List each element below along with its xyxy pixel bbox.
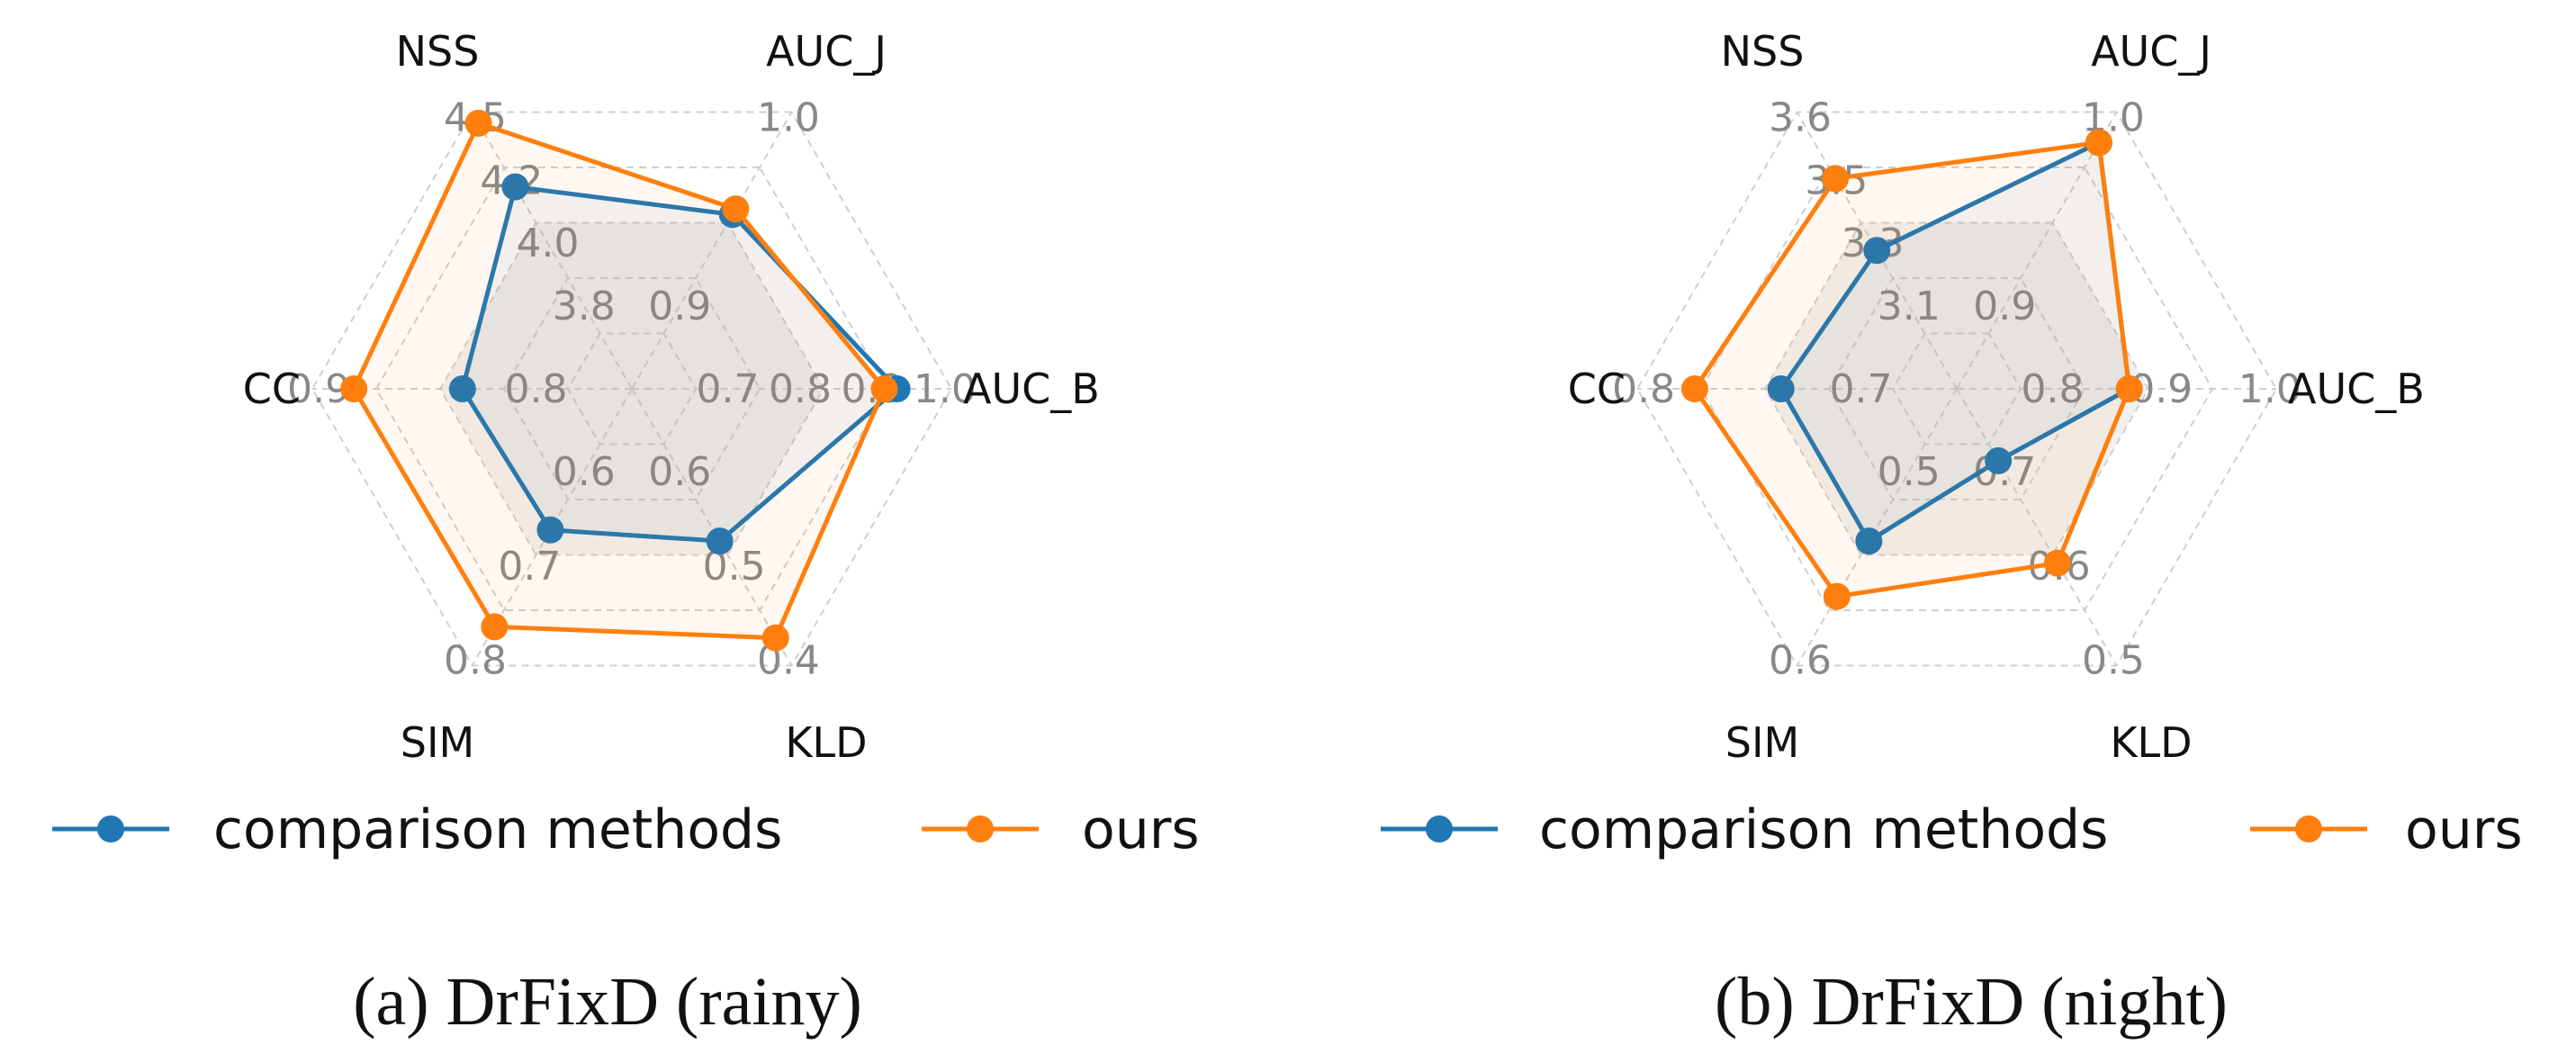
data-point-ours-cc [340,375,368,402]
tick-label-sim: 0.7 [498,544,561,590]
tick-label-auc-b: 0.8 [2022,366,2085,412]
tick-label-nss: 4.0 [517,221,580,266]
tick-label-nss: 3.8 [553,284,616,329]
data-point-ours-nss [1822,165,1850,193]
legend-label: ours [2405,798,2523,861]
data-point-ours-auc-j [2085,129,2112,157]
data-point-comparison-methods-cc [448,375,476,402]
tick-label-cc: 0.8 [505,366,568,412]
tick-label-auc-j: 0.9 [1973,284,2036,329]
legend-marker [1426,815,1453,842]
tick-label-auc-b: 1.0 [2238,366,2301,412]
data-point-comparison-methods-cc [1767,375,1795,402]
data-point-ours-auc-j [722,195,750,223]
data-point-comparison-methods-sim [1855,527,1883,555]
data-point-ours-cc [1680,375,1708,402]
tick-label-nss: 3.6 [1769,95,1832,141]
radar-spoke [631,112,793,390]
tick-label-auc-b: 0.8 [769,366,832,412]
axis-label-kld: KLD [785,718,867,767]
radar-chart-night: 0.91.03.13.33.53.60.70.80.50.60.70.60.50… [1568,27,2425,767]
tick-label-sim: 0.6 [553,449,616,495]
data-point-ours-nss [464,109,492,137]
axis-label-sim: SIM [401,718,474,767]
axis-label-auc-b: AUC_B [963,365,1100,413]
axis-label-nss: NSS [396,27,480,76]
radar-chart-rainy: 0.91.03.84.04.24.50.80.90.60.70.80.60.50… [243,27,1100,767]
data-point-comparison-methods-sim [536,516,564,544]
axis-label-auc-b: AUC_B [2288,365,2425,413]
caption-rainy: (a) DrFixD (rainy) [353,964,862,1040]
tick-label-sim: 0.5 [1878,449,1941,495]
radar-spoke [631,388,793,666]
legend-label: ours [1082,798,1200,861]
tick-label-auc-b: 1.0 [914,366,977,412]
data-point-comparison-methods-kld [706,527,734,555]
tick-label-cc: 0.8 [1612,366,1675,412]
data-point-comparison-methods-nss [1863,237,1891,265]
legend-marker [2295,815,2322,842]
data-point-ours-auc-b [870,375,898,402]
legend-item-ours: ours [2250,798,2523,861]
radar-spoke [1956,112,2118,390]
axis-label-cc: CC [243,365,301,413]
axis-label-cc: CC [1568,365,1626,413]
series-area-ours [354,122,885,638]
legend-item-comparison-methods: comparison methods [52,798,782,861]
legend-marker [97,815,124,842]
tick-label-auc-j: 1.0 [757,95,820,141]
caption-night: (b) DrFixD (night) [1715,964,2228,1040]
legend-label: comparison methods [1539,798,2108,861]
legend-night: comparison methods ours [1381,798,2523,861]
axis-label-auc-j: AUC_J [2091,27,2211,76]
tick-label-cc: 0.7 [1830,366,1893,412]
axis-label-sim: SIM [1725,718,1799,767]
axis-label-nss: NSS [1721,27,1805,76]
data-point-ours-auc-b [2115,375,2143,402]
axis-label-kld: KLD [2110,718,2192,767]
data-point-ours-kld [2043,549,2071,577]
legend-label: comparison methods [213,798,782,861]
tick-label-sim: 0.6 [1769,637,1832,683]
tick-label-cc: 0.9 [287,366,350,412]
series-area-ours [1694,142,2130,597]
legend-item-ours: ours [922,798,1200,861]
tick-label-kld: 0.5 [2082,637,2145,683]
data-point-ours-kld [761,624,789,652]
legend-marker [967,815,994,842]
axis-label-auc-j: AUC_J [766,27,887,76]
radar-spoke [471,112,633,390]
radar-spoke [1796,112,1958,390]
tick-label-nss: 3.1 [1878,284,1941,329]
tick-label-auc-b: 0.7 [697,366,760,412]
data-point-comparison-methods-kld [1985,446,2013,474]
tick-label-auc-j: 0.9 [648,284,711,329]
data-point-ours-sim [1823,582,1851,610]
legend-rainy: comparison methods ours [52,798,1200,861]
series-area-comparison-methods [1780,142,2130,542]
data-point-ours-sim [481,613,509,641]
legend-item-comparison-methods: comparison methods [1381,798,2108,861]
radar-spoke [1956,388,2118,666]
radar-spoke [1796,388,1958,666]
tick-label-sim: 0.8 [444,637,507,683]
data-point-comparison-methods-nss [501,173,529,201]
tick-label-kld: 0.6 [648,449,711,495]
